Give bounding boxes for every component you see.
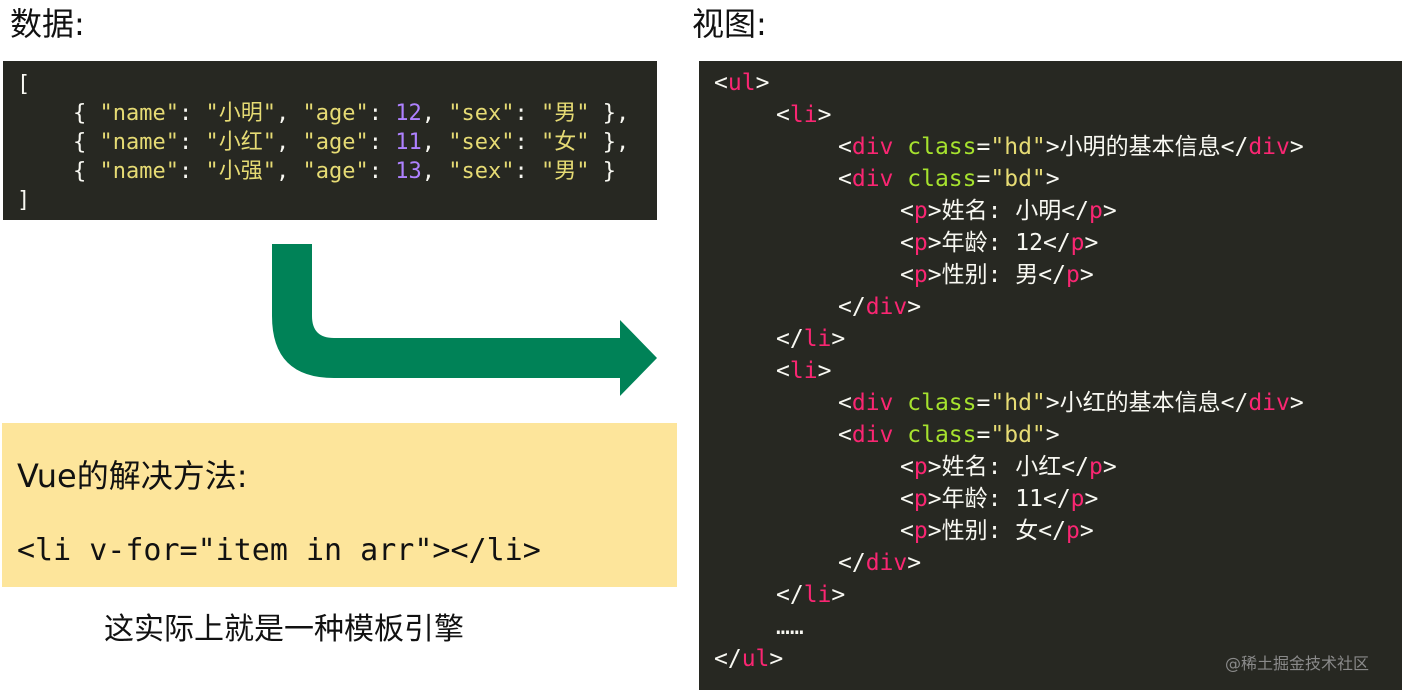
p-line: <p>性别: 女</p>: [900, 518, 1094, 544]
data-code-panel: [ { "name": "小明", "age": 12, "sex": "男" …: [3, 61, 657, 220]
solution-box: Vue的解决方法: <li v-for="item in arr"></li>: [2, 423, 677, 587]
name-key: "name": [99, 130, 179, 155]
solution-code: <li v-for="item in arr"></li>: [17, 533, 541, 568]
li-open-line: <li>: [776, 358, 832, 384]
solution-title: Vue的解决方法:: [17, 457, 248, 495]
ul-close-line: </ul>: [714, 646, 784, 672]
curved-arrow: [272, 244, 657, 396]
p-line: <p>姓名: 小红</p>: [900, 454, 1117, 480]
p-text: 性别: 男: [941, 262, 1039, 288]
p-line: <p>性别: 男</p>: [900, 262, 1094, 288]
data-record-line: { "name": "小明", "age": 12, "sex": "男" },: [73, 101, 630, 126]
view-heading: 视图:: [692, 5, 767, 43]
data-record-line: { "name": "小红", "age": 11, "sex": "女" },: [73, 130, 630, 155]
name-value: 小强: [218, 159, 263, 184]
sex-value: 男: [554, 101, 577, 126]
age-key: "age": [302, 101, 369, 126]
ul-open-line: <ul>: [714, 70, 770, 96]
name-key: "name": [99, 159, 179, 184]
data-heading: 数据:: [10, 5, 85, 43]
age-key: "age": [302, 130, 369, 155]
p-text: 姓名: 小红: [941, 454, 1062, 480]
hd-div-line: <div class="hd">小红的基本信息</div>: [838, 390, 1304, 416]
sex-key: "sex": [448, 130, 515, 155]
close-bracket: ]: [17, 188, 31, 213]
name-value: 小红: [218, 130, 263, 155]
hd-text: 小明的基本信息: [1059, 134, 1221, 160]
age-value: 11: [395, 130, 422, 155]
li-open-line: <li>: [776, 102, 832, 128]
li-close-line: </li>: [776, 326, 846, 352]
name-value: 小明: [218, 101, 263, 126]
data-open-bracket: [: [17, 70, 657, 99]
p-text: 年龄: 12: [941, 230, 1043, 256]
p-line: <p>姓名: 小明</p>: [900, 198, 1117, 224]
sex-value: 男: [554, 159, 577, 184]
sex-value: 女: [554, 130, 577, 155]
bd-div-open-line: <div class="bd">: [838, 422, 1060, 448]
bd-div-open-line: <div class="bd">: [838, 166, 1060, 192]
open-bracket: [: [17, 72, 31, 97]
watermark: @稀土掘金技术社区: [1225, 654, 1370, 673]
hd-div-line: <div class="hd">小明的基本信息</div>: [838, 134, 1304, 160]
sex-key: "sex": [448, 159, 515, 184]
age-key: "age": [302, 159, 369, 184]
bd-div-close-line: </div>: [838, 550, 922, 576]
p-text: 年龄: 11: [941, 486, 1043, 512]
ellipsis-line: ……: [776, 614, 804, 640]
view-code-panel: <ul> <li> <div class="hd">小明的基本信息</div> …: [699, 61, 1402, 690]
age-value: 12: [395, 101, 422, 126]
p-text: 性别: 女: [941, 518, 1039, 544]
p-line: <p>年龄: 11</p>: [900, 486, 1099, 512]
arrow-shape: [272, 244, 657, 396]
caption: 这实际上就是一种模板引擎: [104, 612, 464, 647]
hd-text: 小红的基本信息: [1059, 390, 1221, 416]
bd-div-close-line: </div>: [838, 294, 922, 320]
li-close-line: </li>: [776, 582, 846, 608]
age-value: 13: [395, 159, 422, 184]
p-text: 姓名: 小明: [941, 198, 1062, 224]
data-record-line: { "name": "小强", "age": 13, "sex": "男" }: [73, 159, 616, 184]
name-key: "name": [99, 101, 179, 126]
p-line: <p>年龄: 12</p>: [900, 230, 1099, 256]
sex-key: "sex": [448, 101, 515, 126]
data-close-bracket: ]: [17, 186, 657, 215]
